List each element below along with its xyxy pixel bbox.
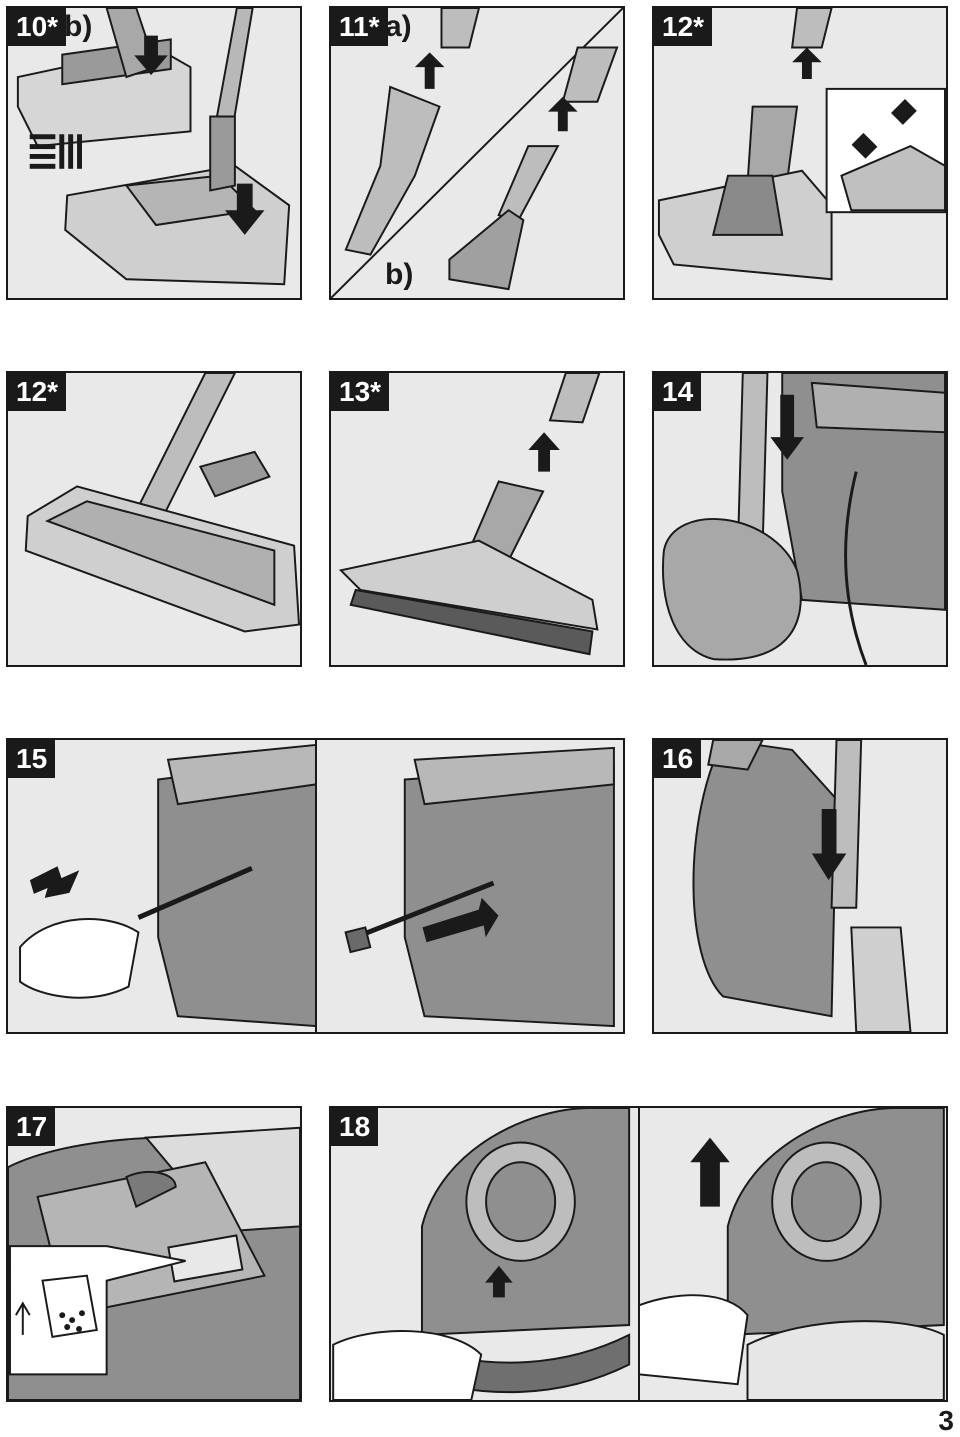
cord-cleaning-illustration	[19, 743, 615, 1028]
vertical-parking-illustration	[692, 740, 912, 1032]
lid-opening-illustration	[332, 1108, 945, 1400]
panel-11-sub-label-b: b)	[385, 258, 414, 291]
panel-16-number: 16	[654, 740, 702, 778]
panel-13-number: 13*	[331, 373, 390, 411]
nozzle-underside-illustration	[24, 373, 300, 633]
bag-indicator-illustration	[8, 1126, 300, 1400]
panel-15: 15	[6, 738, 625, 1034]
panel-11-sub-label-a: a)	[385, 10, 412, 43]
crevice-tool-illustration	[331, 8, 623, 298]
panel-12b: 12*	[6, 371, 302, 667]
panel-12a-number: 12*	[654, 8, 713, 46]
parking-illustration	[662, 373, 946, 665]
brush-nozzle-illustration	[338, 373, 601, 656]
panel-12b-number: 12*	[8, 373, 67, 411]
panel-12a: 12*	[652, 6, 948, 300]
panel-10-sub-label: b)	[64, 10, 93, 43]
panel-18-number: 18	[331, 1108, 379, 1146]
panel-14-number: 14	[654, 373, 702, 411]
panel-14: 14	[652, 371, 948, 667]
panel-18-divider	[638, 1108, 640, 1400]
panel-10-number: 10*	[8, 8, 67, 46]
panel-17-number: 17	[8, 1108, 56, 1146]
panel-11: 11* a) b)	[329, 6, 625, 300]
panel-18: 18	[329, 1106, 948, 1402]
floor-nozzle-illustration	[16, 8, 291, 286]
panel-13: 13*	[329, 371, 625, 667]
panel-10: 10* b)	[6, 6, 302, 300]
panel-17: 17	[6, 1106, 302, 1402]
panel-15-number: 15	[8, 740, 56, 778]
parquet-nozzle-illustration	[657, 8, 946, 281]
page-number: 3	[938, 1405, 954, 1436]
panel-11-number: 11*	[331, 8, 388, 46]
panel-16: 16	[652, 738, 948, 1034]
pattern-icon	[29, 134, 82, 169]
